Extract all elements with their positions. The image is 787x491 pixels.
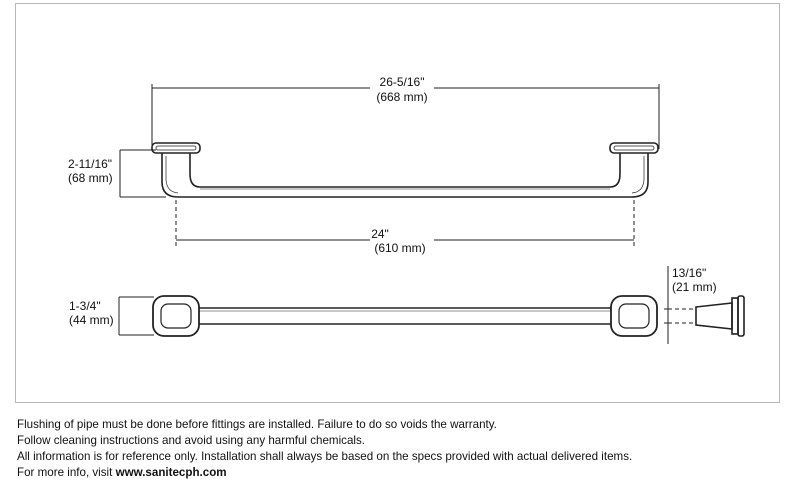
projection-mm-label: (68 mm) (68, 171, 113, 185)
bracket-height-mm-label: (44 mm) (69, 313, 114, 327)
bar-diameter-label: 13/16" (672, 266, 706, 280)
bar-diameter-mm-label: (21 mm) (672, 280, 717, 294)
left-bracket-top (152, 295, 200, 337)
center-length-mm-label: (610 mm) (374, 241, 425, 255)
right-bracket-top (610, 295, 658, 337)
center-length-label: 24" (371, 227, 389, 241)
side-view (668, 295, 745, 337)
projection-label: 2-11/16" (68, 157, 112, 171)
right-post (609, 142, 659, 198)
note-flushing: Flushing of pipe must be done before fit… (17, 418, 497, 431)
website-link[interactable]: www.sanitecph.com (115, 466, 227, 479)
technical-drawing: 26-5/16" (668 mm) 2-11/16" (68 mm) 24" (… (15, 3, 780, 403)
more-info-prefix: For more info, visit (17, 466, 116, 479)
overall-length-label: 26-5/16" (380, 75, 425, 89)
note-cleaning: Follow cleaning instructions and avoid u… (17, 434, 365, 447)
note-more-info: For more info, visit www.sanitecph.com (17, 465, 782, 481)
notes-block: Flushing of pipe must be done before fit… (17, 417, 782, 481)
left-post (151, 142, 201, 198)
bracket-height-label: 1-3/4" (69, 299, 101, 313)
towel-bar-diagram: 26-5/16" (668 mm) 2-11/16" (68 mm) 24" (… (68, 75, 745, 344)
overall-length-mm-label: (668 mm) (376, 90, 427, 104)
note-reference: All information is for reference only. I… (17, 450, 633, 463)
